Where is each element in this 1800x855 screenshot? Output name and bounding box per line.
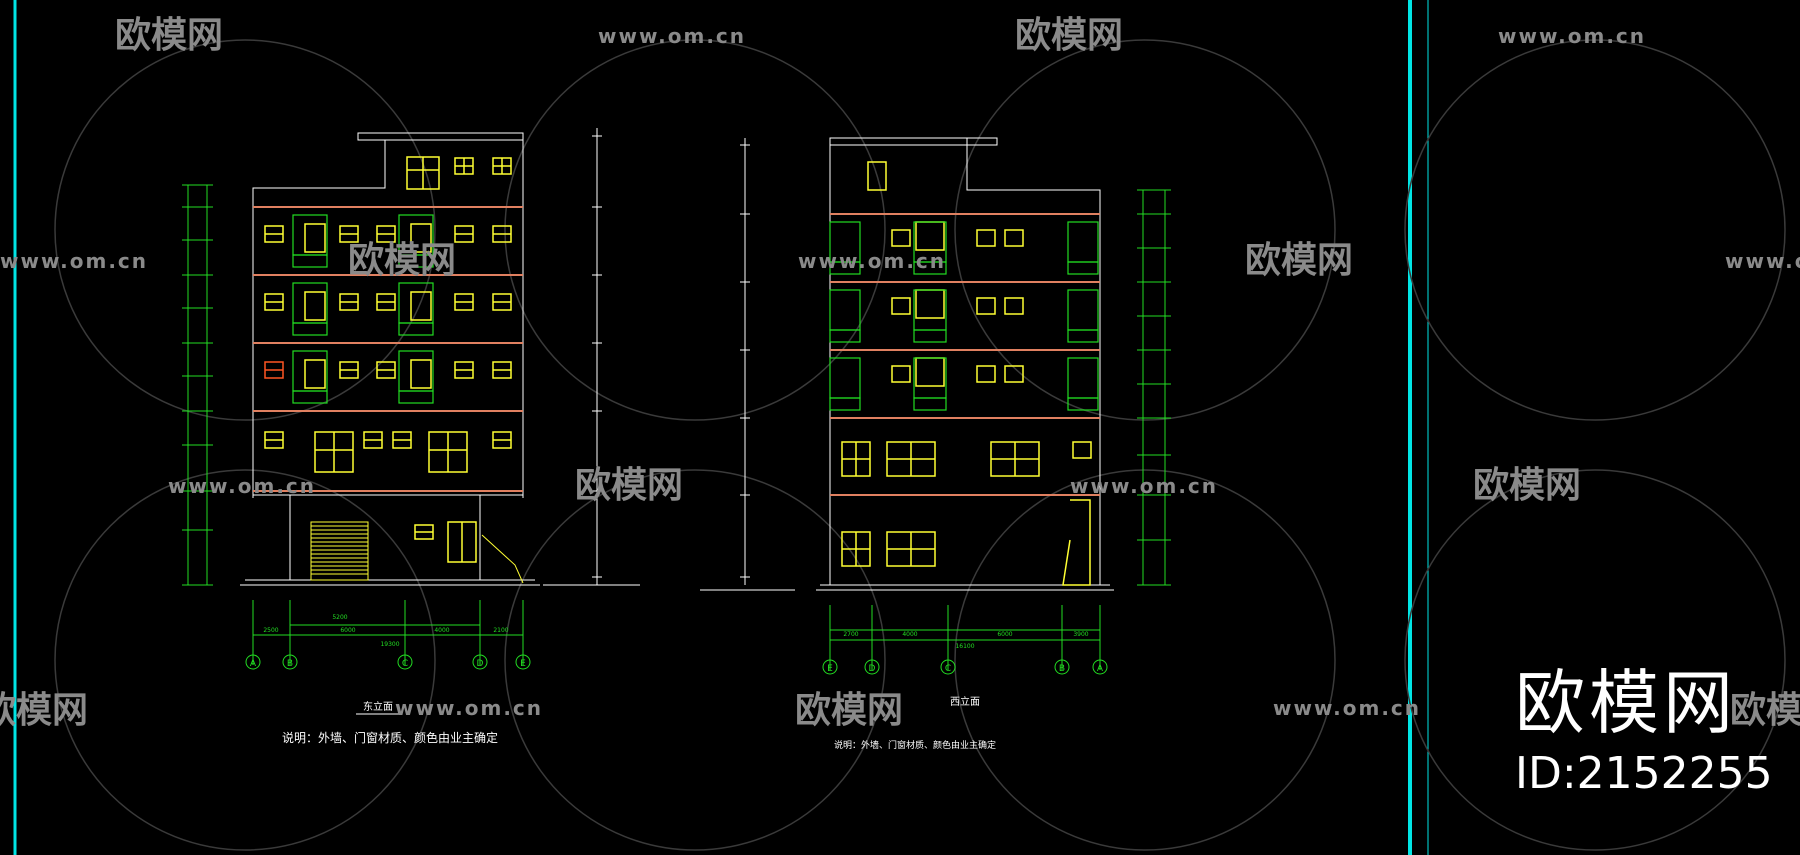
left-dim-3: 6000 bbox=[340, 627, 355, 634]
left-window-row-3 bbox=[264, 359, 512, 389]
left-axis-circles bbox=[245, 654, 531, 670]
left-floor-bands bbox=[253, 206, 523, 492]
watermarks: 欧模网 www.om.cn 欧模网 www.om.cn www.om.cn 欧模… bbox=[0, 15, 1800, 731]
right-elevation: E D C B A 2700 4000 6000 3900 16100 西立面 … bbox=[700, 137, 1171, 751]
left-window-row-1 bbox=[264, 223, 512, 253]
watermark-brand-9: 欧模网 bbox=[1730, 690, 1800, 731]
right-axis-label-d: D bbox=[869, 664, 876, 674]
watermark-brand-5: 欧模网 bbox=[575, 465, 683, 506]
watermark-brand-3: 欧模网 bbox=[348, 240, 456, 281]
right-windows bbox=[841, 161, 1092, 586]
watermark-url-4: www.om.cn bbox=[798, 249, 946, 273]
watermark-url-2: www.om.cn bbox=[1498, 24, 1646, 48]
watermark-circles bbox=[54, 39, 1786, 851]
watermark-brand-8: 欧模网 bbox=[795, 690, 903, 731]
right-dim-4: 3900 bbox=[1073, 631, 1088, 638]
left-window-row-4 bbox=[264, 431, 512, 473]
left-entrance bbox=[481, 534, 524, 584]
left-dim-2: 5200 bbox=[332, 614, 347, 621]
left-elevation: A B C D E 2500 5200 6000 4000 2100 19300… bbox=[182, 128, 640, 745]
left-axis-label-c: C bbox=[402, 659, 408, 669]
right-axis-label-e: E bbox=[827, 664, 833, 674]
right-dim-total: 16100 bbox=[955, 643, 974, 650]
right-axis-label-c: C bbox=[945, 664, 951, 674]
right-dim-3: 6000 bbox=[997, 631, 1012, 638]
left-height-scale bbox=[543, 128, 640, 586]
watermark-brand-4: 欧模网 bbox=[1245, 240, 1353, 281]
right-axis-label-a: A bbox=[1097, 664, 1104, 674]
right-dim-1: 2700 bbox=[843, 631, 858, 638]
left-balconies bbox=[292, 214, 434, 404]
watermark-brand-7: 欧模网 bbox=[0, 690, 88, 731]
watermark-brand-1: 欧模网 bbox=[115, 15, 223, 56]
left-axis-label-a: A bbox=[250, 659, 257, 669]
left-elevation-title: 东立面 bbox=[363, 700, 393, 713]
right-horizontal-dims bbox=[829, 605, 1101, 670]
right-axis-circles bbox=[822, 659, 1108, 675]
right-building-outline bbox=[816, 137, 1114, 591]
watermark-url-6: www.om.cn bbox=[168, 474, 316, 498]
left-vertical-dims bbox=[182, 184, 213, 586]
right-elevation-title: 西立面 bbox=[950, 695, 980, 708]
right-height-scale bbox=[700, 138, 795, 591]
right-dim-2: 4000 bbox=[902, 631, 917, 638]
left-axis-label-b: B bbox=[287, 659, 293, 669]
watermark-url-3: www.om.cn bbox=[0, 249, 148, 273]
watermark-url-5: www.om.cn bbox=[1725, 249, 1800, 273]
left-dim-total: 19300 bbox=[380, 641, 399, 648]
watermark-url-9: www.om.cn bbox=[1273, 696, 1421, 720]
left-dim-4: 4000 bbox=[434, 627, 449, 634]
left-dim-1: 2500 bbox=[263, 627, 278, 634]
right-elevation-note: 说明：外墙、门窗材质、颜色由业主确定 bbox=[834, 739, 996, 751]
right-balconies bbox=[829, 221, 1099, 411]
watermark-url-8: www.om.cn bbox=[395, 696, 543, 720]
left-garage-door bbox=[310, 521, 369, 581]
right-floor-bands bbox=[830, 213, 1100, 496]
left-elevation-note: 说明：外墙、门窗材质、颜色由业主确定 bbox=[282, 730, 498, 745]
watermark-url-1: www.om.cn bbox=[598, 24, 746, 48]
watermark-brand-6: 欧模网 bbox=[1473, 465, 1581, 506]
right-vertical-dims bbox=[1137, 189, 1171, 586]
left-dim-5: 2100 bbox=[493, 627, 508, 634]
left-windows bbox=[264, 156, 512, 563]
watermark-url-7: www.om.cn bbox=[1070, 474, 1218, 498]
id-badge-id: ID:2152255 bbox=[1515, 748, 1773, 799]
left-building-outline bbox=[240, 132, 540, 586]
left-horizontal-dims bbox=[252, 600, 524, 665]
watermark-brand-2: 欧模网 bbox=[1015, 15, 1123, 56]
id-badge-brand: 欧模网 bbox=[1515, 662, 1737, 744]
left-window-row-2 bbox=[264, 291, 512, 321]
right-axis-label-b: B bbox=[1059, 664, 1065, 674]
left-axis-label-e: E bbox=[520, 659, 526, 669]
left-axis-label-d: D bbox=[477, 659, 484, 669]
